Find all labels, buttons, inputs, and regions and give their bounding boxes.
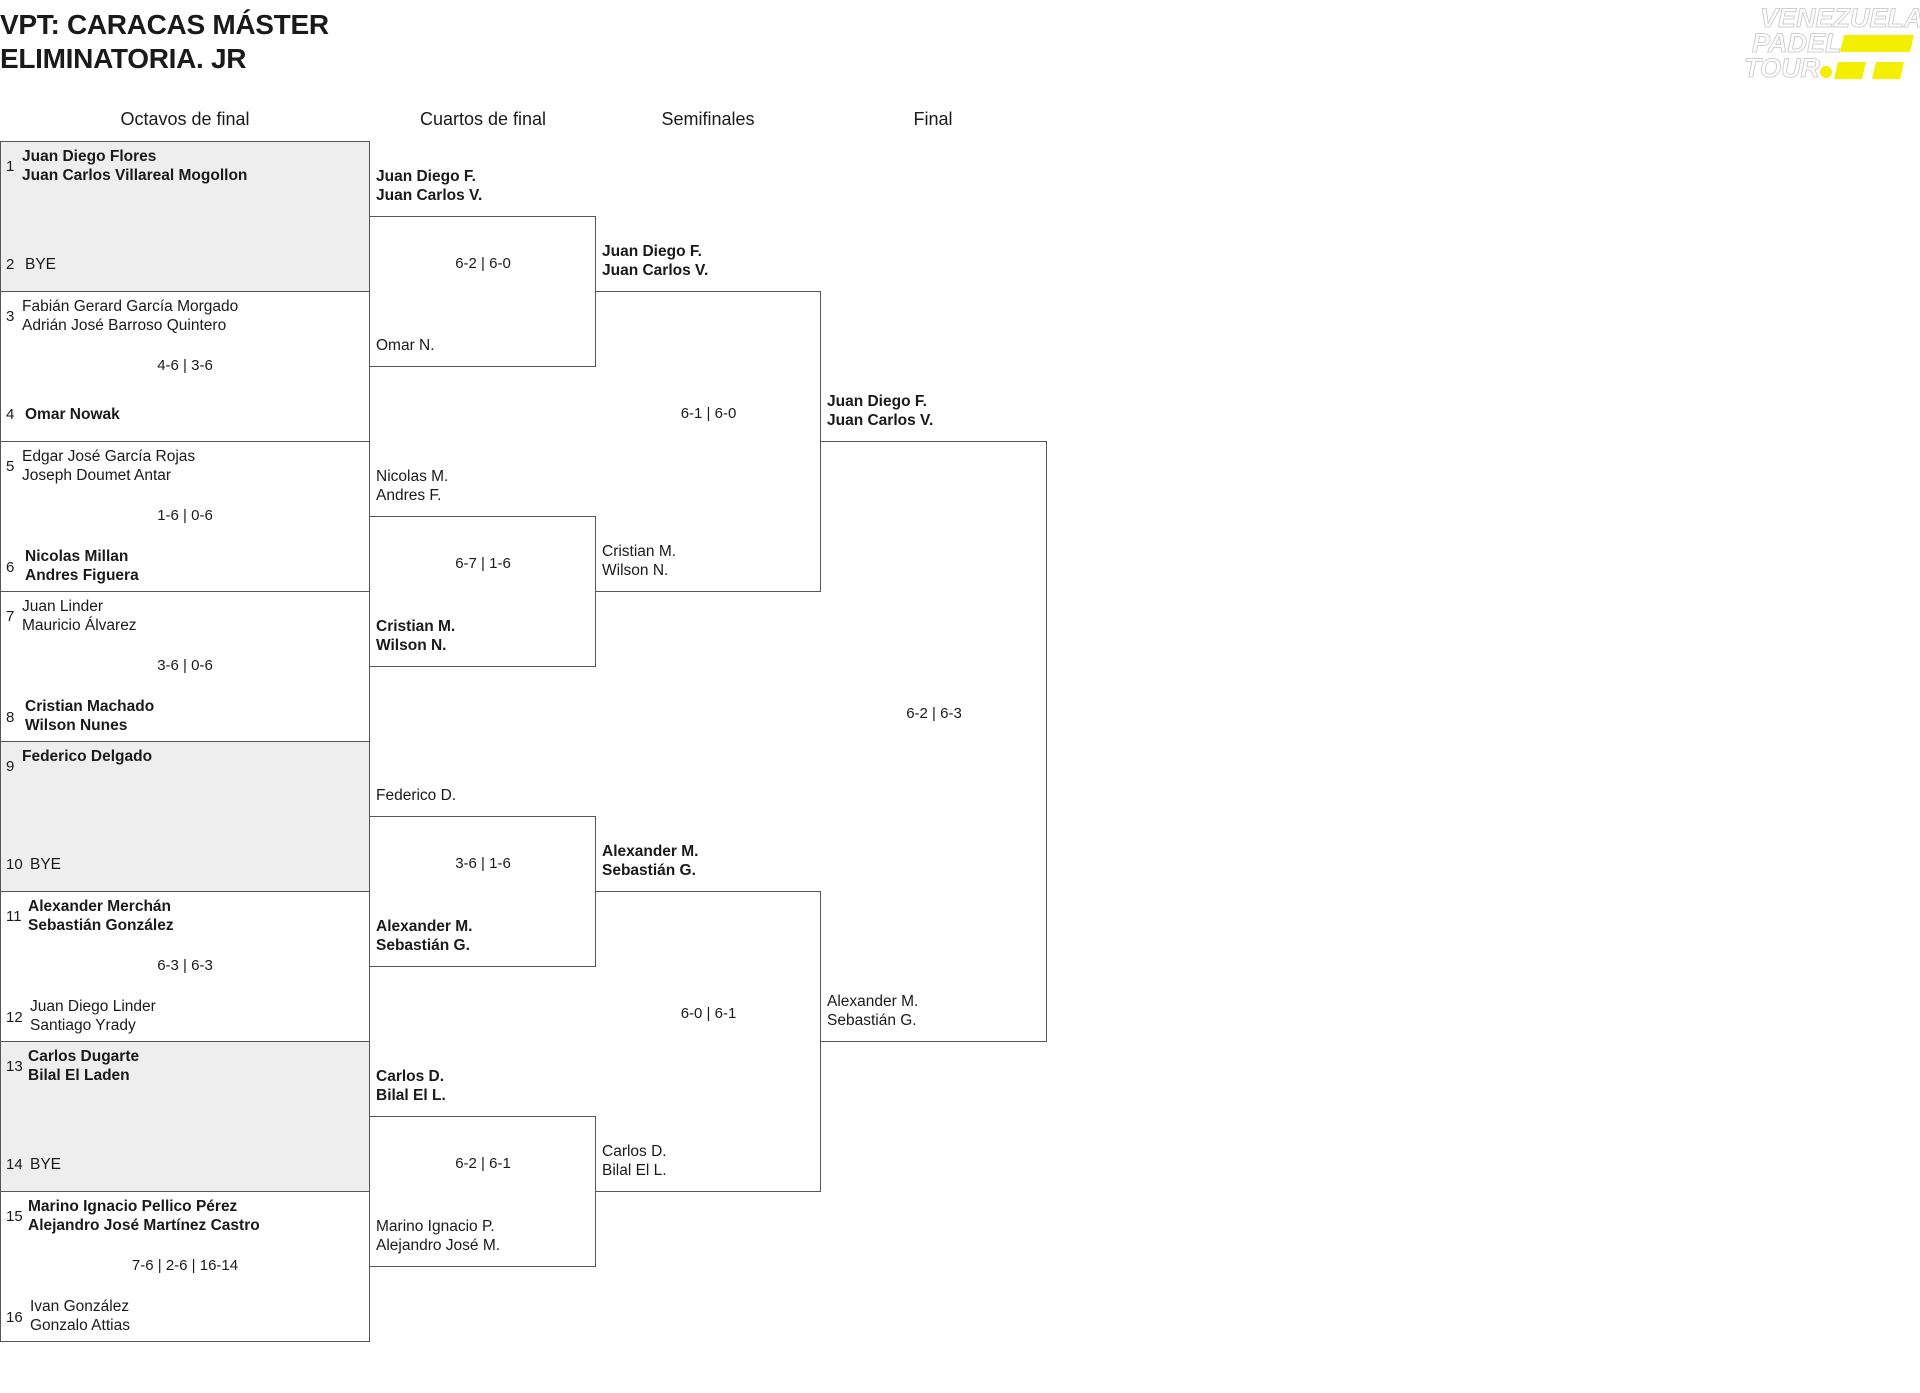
seed-number: 13 (6, 1058, 23, 1075)
page-title-line2: ELIMINATORIA. JR (0, 43, 247, 74)
qf-match-1 (370, 216, 596, 367)
logo-line-1: VENEZUELA (1760, 3, 1920, 33)
qf-match-3 (370, 816, 596, 967)
page-title-line1: VPT: CARACAS MÁSTER (0, 9, 329, 40)
pair-names: Carlos D.Bilal El L. (376, 1068, 446, 1104)
qf-match-2 (370, 516, 596, 667)
round-header-final: Final (913, 109, 953, 129)
match-score: 7-6 | 2-6 | 16-14 (131, 1257, 239, 1274)
seed-number: 7 (6, 608, 15, 625)
r16-match-6 (0, 891, 370, 1042)
pair-names: Omar Nowak (25, 406, 120, 423)
sf-match-2 (596, 891, 821, 1192)
seed-number: 9 (6, 758, 15, 775)
r16-match-5 (0, 741, 370, 892)
match-score: 3-6 | 0-6 (157, 657, 213, 674)
match-score: 6-3 | 6-3 (157, 957, 213, 974)
seed-number: 15 (6, 1208, 23, 1225)
seed-number: 14 (6, 1156, 23, 1173)
seed-number: 12 (6, 1009, 23, 1026)
pair-names: Marino Ignacio P.Alejandro José M. (376, 1218, 501, 1254)
pair-names: BYE (30, 1156, 62, 1173)
pair-names: Federico Delgado (22, 748, 153, 765)
pair-names: Alexander M.Sebastián G. (827, 993, 919, 1029)
seed-number: 8 (6, 709, 15, 726)
round-header-sf: Semifinales (661, 109, 755, 129)
venezuela-padel-tour-logo: VENEZUELA PADEL TOUR (1744, 3, 1920, 81)
pair-names: Juan Diego F.Juan Carlos V. (376, 168, 483, 204)
seed-number: 10 (6, 856, 23, 873)
match-score: 6-2 | 6-0 (455, 255, 511, 272)
qf-match-4 (370, 1116, 596, 1267)
pair-names: Nicolas M.Andres F. (376, 468, 449, 504)
pair-names: Alexander M.Sebastián G. (376, 918, 473, 954)
seed-number: 16 (6, 1309, 23, 1326)
sf-match-1 (596, 291, 821, 592)
match-score: 4-6 | 3-6 (157, 357, 213, 374)
match-score: 6-2 | 6-1 (455, 1155, 511, 1172)
seed-number: 11 (6, 908, 22, 925)
seed-number: 2 (6, 256, 15, 273)
pair-names: Alexander M.Sebastián G. (602, 843, 699, 879)
final-match-1 (821, 441, 1047, 1042)
seed-number: 3 (6, 308, 15, 325)
pair-names: Cristian M.Wilson N. (602, 543, 677, 579)
round-header-qf: Cuartos de final (419, 109, 547, 129)
r16-match-2 (0, 291, 370, 442)
match-score: 6-0 | 6-1 (680, 1005, 737, 1022)
round-header-r16: Octavos de final (120, 109, 250, 129)
seed-number: 5 (6, 458, 15, 475)
pair-names: Federico D. (376, 787, 457, 804)
pair-names: Omar N. (376, 337, 435, 354)
r16-match-3 (0, 441, 370, 592)
pair-names: BYE (30, 856, 62, 873)
seed-number: 4 (6, 406, 15, 423)
match-score: 6-7 | 1-6 (455, 555, 511, 572)
r16-match-8 (0, 1191, 370, 1342)
match-score: 3-6 | 1-6 (455, 855, 511, 872)
pair-names: Cristian M.Wilson N. (376, 618, 456, 654)
pair-names: BYE (25, 256, 57, 273)
logo-line-2: PADEL (1752, 28, 1842, 58)
match-score: 6-1 | 6-0 (680, 405, 737, 422)
r16-match-4 (0, 591, 370, 742)
seed-number: 6 (6, 559, 15, 576)
pair-names: Carlos D.Bilal El L. (602, 1143, 667, 1179)
r16-match-1 (0, 141, 370, 292)
logo-line-3: TOUR (1744, 53, 1821, 80)
seed-number: 1 (6, 158, 15, 175)
pair-names: Juan Diego F.Juan Carlos V. (602, 243, 709, 279)
match-score: 1-6 | 0-6 (157, 507, 213, 524)
pair-names: Juan Diego F.Juan Carlos V. (827, 393, 934, 429)
match-score: 6-2 | 6-3 (906, 705, 962, 722)
